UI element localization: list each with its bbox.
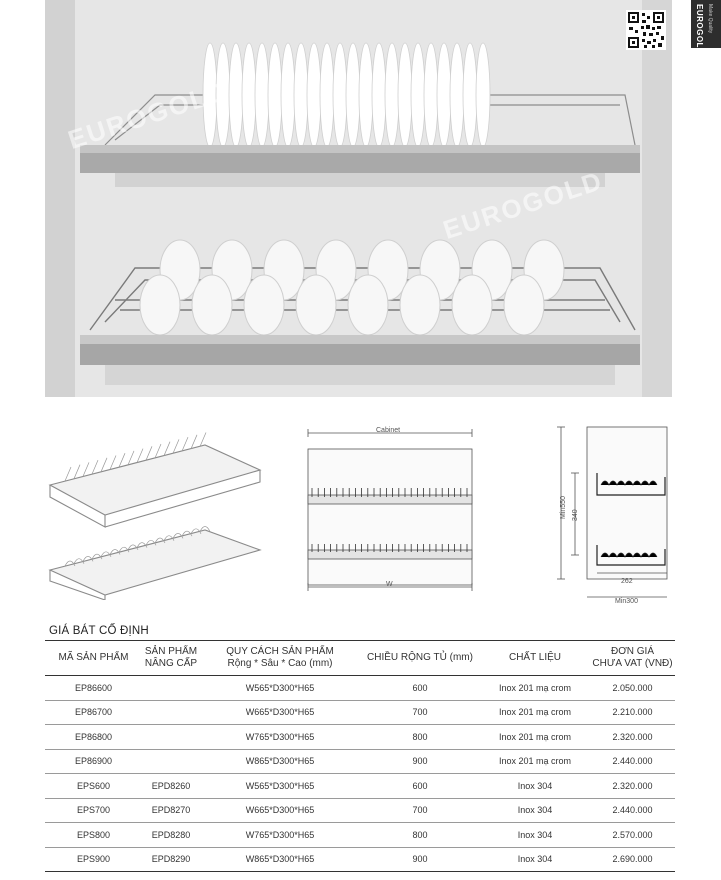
side-view-height-label: 340 [572, 509, 579, 521]
cell-specification: W865*D300*H65 [200, 749, 360, 774]
cell-upgrade-product [142, 675, 200, 701]
cell-cabinet-width: 800 [360, 724, 480, 750]
side-tab-brand: EUROGOLD [695, 4, 704, 55]
cell-material: Inox 304 [480, 847, 590, 872]
rack-front-view-drawing: Cabinet W [307, 427, 473, 591]
cell-cabinet-width: 600 [360, 773, 480, 799]
cell-upgrade-product: EPD8260 [142, 773, 200, 799]
cell-price: 2.050.000 [590, 675, 675, 701]
cell-price: 2.440.000 [590, 749, 675, 774]
cell-price: 2.570.000 [590, 822, 675, 848]
cell-material: Inox 201 mạ crom [480, 749, 590, 774]
cell-price: 2.440.000 [590, 798, 675, 823]
front-view-cabinet-label: Cabinet [376, 427, 400, 434]
side-view-min-depth-label: Min300 [615, 598, 638, 605]
cell-specification: W665*D300*H65 [200, 700, 360, 725]
cell-specification: W565*D300*H65 [200, 675, 360, 701]
cell-product-code: EPS900 [45, 847, 142, 872]
cell-material: Inox 201 mạ crom [480, 675, 590, 701]
side-view-depth-label: 262 [621, 578, 633, 585]
cell-upgrade-product [142, 724, 200, 750]
header-material: CHẤT LIỆU [480, 640, 590, 676]
cell-material: Inox 201 mạ crom [480, 724, 590, 750]
cell-specification: W565*D300*H65 [200, 773, 360, 799]
cell-specification: W665*D300*H65 [200, 798, 360, 823]
cell-material: Inox 304 [480, 798, 590, 823]
brand-side-tab: EUROGOLD Make Quality [691, 0, 721, 54]
qr-code-icon [626, 10, 666, 50]
rack-side-view-drawing: Min550 340 262 Min300 [557, 426, 668, 605]
cell-product-code: EP86900 [45, 749, 142, 774]
cell-product-code: EPS600 [45, 773, 142, 799]
cell-upgrade-product: EPD8280 [142, 822, 200, 848]
rack-isometric-drawing [48, 432, 262, 600]
section-title: GIÁ BÁT CỐ ĐỊNH [49, 625, 149, 637]
cell-product-code: EP86600 [45, 675, 142, 701]
cell-cabinet-width: 800 [360, 822, 480, 848]
front-view-width-label: W [386, 581, 393, 588]
cell-cabinet-width: 900 [360, 847, 480, 872]
cell-specification: W865*D300*H65 [200, 847, 360, 872]
cell-material: Inox 201 mạ crom [480, 700, 590, 725]
cell-price: 2.210.000 [590, 700, 675, 725]
cell-price: 2.320.000 [590, 724, 675, 750]
cell-upgrade-product [142, 749, 200, 774]
dish-rack-photo-illustration [45, 0, 672, 397]
side-tab-tagline: Make Quality [707, 4, 713, 34]
cell-product-code: EPS800 [45, 822, 142, 848]
header-cabinet-width: CHIỀU RỘNG TỦ (mm) [360, 640, 480, 676]
cell-price: 2.690.000 [590, 847, 675, 872]
cell-upgrade-product: EPD8270 [142, 798, 200, 823]
cell-upgrade-product: EPD8290 [142, 847, 200, 872]
cell-cabinet-width: 700 [360, 798, 480, 823]
cell-product-code: EP86800 [45, 724, 142, 750]
cell-product-code: EP86700 [45, 700, 142, 725]
header-product-code: MÃ SẢN PHẨM [45, 640, 142, 676]
cell-cabinet-width: 900 [360, 749, 480, 774]
cell-upgrade-product [142, 700, 200, 725]
product-photo: EUROGOLD EUROGOLD [45, 0, 672, 397]
cell-cabinet-width: 600 [360, 675, 480, 701]
cell-material: Inox 304 [480, 773, 590, 799]
cell-product-code: EPS700 [45, 798, 142, 823]
cell-cabinet-width: 700 [360, 700, 480, 725]
cell-material: Inox 304 [480, 822, 590, 848]
cell-price: 2.320.000 [590, 773, 675, 799]
cell-specification: W765*D300*H65 [200, 822, 360, 848]
cell-specification: W765*D300*H65 [200, 724, 360, 750]
side-view-min-height-label: Min550 [560, 496, 567, 519]
